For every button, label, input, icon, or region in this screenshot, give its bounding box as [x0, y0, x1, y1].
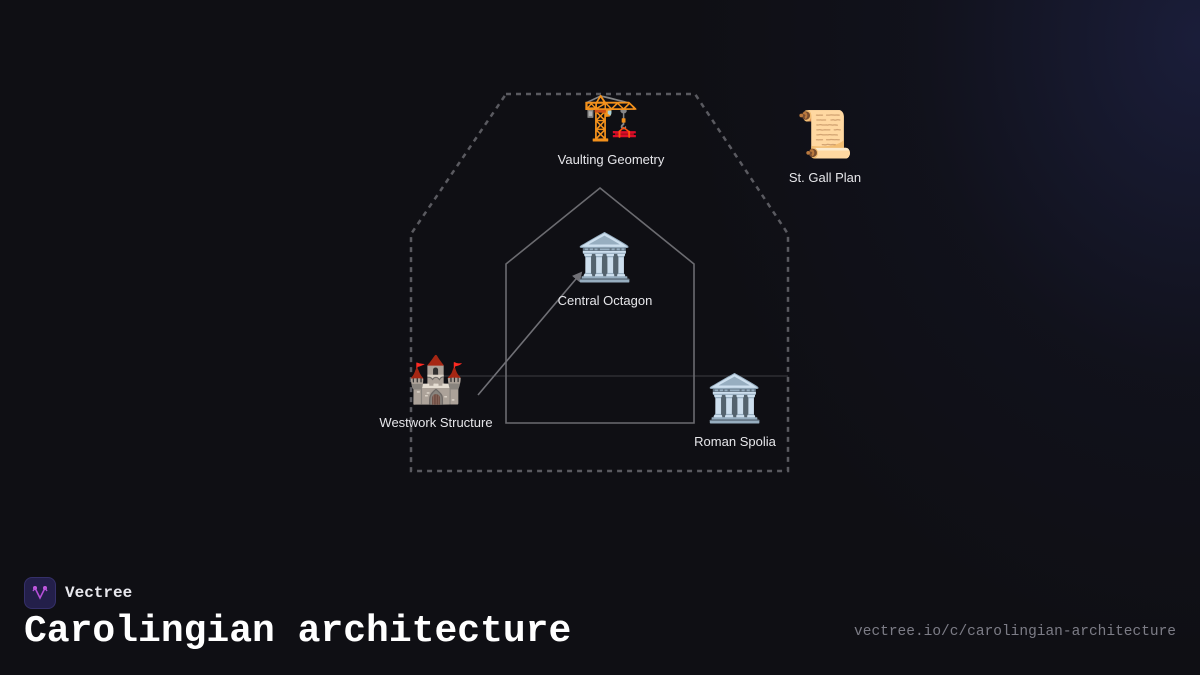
node-st-gall-plan[interactable]: 📜 St. Gall Plan [789, 108, 861, 185]
vectree-logo-icon [24, 577, 56, 609]
page-title: Carolingian architecture [24, 610, 572, 653]
node-central-octagon[interactable]: 🏛️ Central Octagon [558, 231, 653, 308]
scroll-icon: 📜 [796, 107, 854, 161]
inner-house-outline [505, 186, 695, 424]
node-label: Westwork Structure [379, 415, 493, 430]
construction-crane-icon: 🏗️ [582, 89, 640, 143]
castle-icon: 🏰 [407, 352, 465, 406]
brand-name: Vectree [65, 584, 133, 602]
node-label: Vaulting Geometry [557, 152, 665, 167]
classical-building-icon: 🏛️ [576, 230, 634, 284]
outer-dashed-boundary [409, 92, 790, 473]
node-westwork-structure[interactable]: 🏰 Westwork Structure [379, 353, 492, 430]
edge-westwork-to-octagon [477, 271, 583, 396]
classical-building-icon: 🏛️ [706, 371, 764, 425]
brand[interactable]: Vectree [24, 577, 132, 609]
node-roman-spolia[interactable]: 🏛️ Roman Spolia [694, 372, 776, 449]
node-label: Roman Spolia [694, 434, 776, 449]
node-label: St. Gall Plan [788, 170, 862, 185]
node-label: Central Octagon [557, 293, 653, 308]
page-url[interactable]: vectree.io/c/carolingian-architecture [854, 624, 1176, 640]
node-vaulting-geometry[interactable]: 🏗️ Vaulting Geometry [558, 90, 665, 167]
